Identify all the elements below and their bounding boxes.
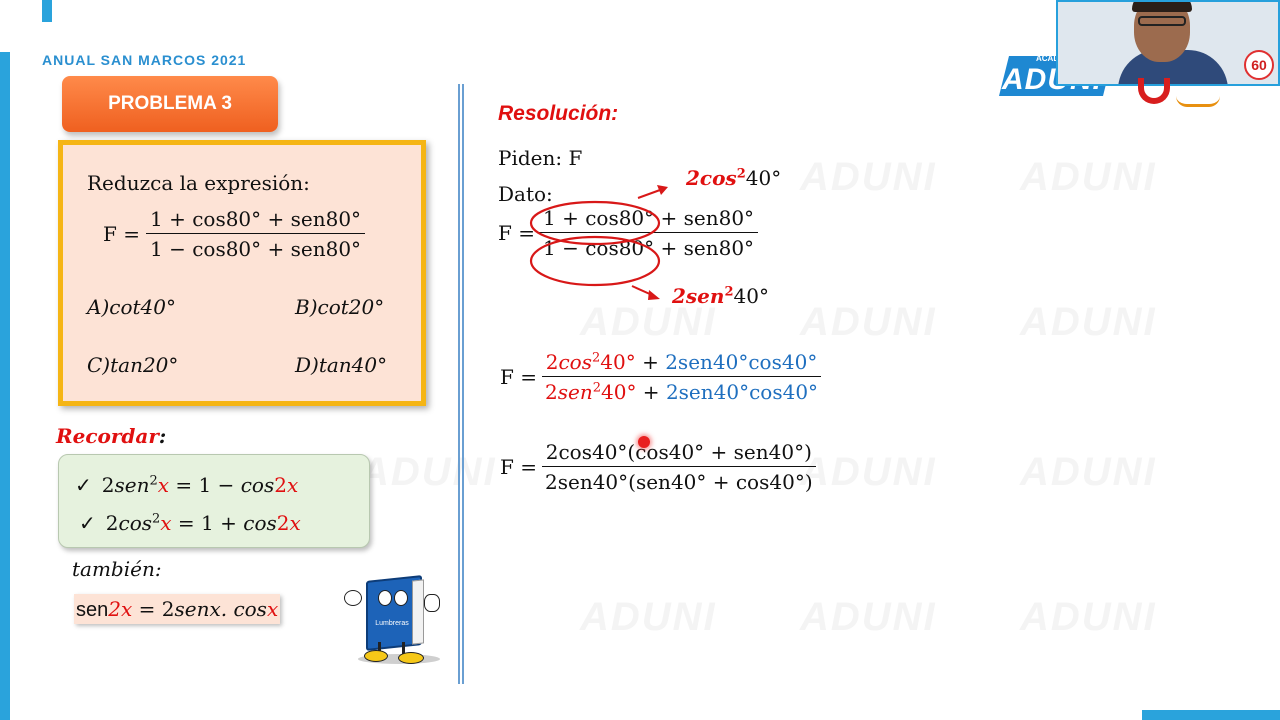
- fraction: 2cos40°(cos40° + sen40°) 2sen40°(sen40° …: [541, 440, 817, 494]
- problem-expression: F = 1 + cos80° + sen80° 1 − cos80° + sen…: [103, 207, 366, 261]
- problem-badge-label: PROBLEMA 3: [108, 93, 232, 114]
- denominator: 2sen240° + 2sen40°cos40°: [545, 380, 819, 404]
- watermark-text: ADUNI: [800, 450, 937, 494]
- problem-instruction: Reduzca la expresión:: [87, 171, 310, 195]
- option-value: cot20°: [317, 295, 385, 319]
- left-accent-bar: [0, 52, 10, 720]
- watermark-text: ADUNI: [800, 595, 937, 639]
- annotation-top: 2cos240°: [686, 166, 782, 190]
- book-icon: [1176, 96, 1220, 107]
- course-title: ANUAL SAN MARCOS 2021: [42, 52, 247, 68]
- option-value: tan40°: [318, 353, 388, 377]
- watermark-text: ADUNI: [800, 155, 937, 199]
- dato-expression: F = 1 + cos80° + sen80° 1 − cos80° + sen…: [498, 206, 759, 260]
- f-label: F =: [500, 365, 537, 389]
- mascot-eye: [394, 590, 408, 606]
- arrow-down-head: [648, 290, 660, 300]
- watermark-text: ADUNI: [800, 300, 937, 344]
- mascot-illustration: Lumbreras: [340, 570, 444, 666]
- arrow-up-line: [637, 189, 661, 199]
- recordar-title: Recordar:: [56, 424, 166, 448]
- anniversary-text: 60: [1251, 57, 1267, 73]
- identity-sen-squared: ✓2sen2x = 1 − cos2x: [75, 473, 299, 497]
- fraction: 1 + cos80° + sen80° 1 − cos80° + sen80°: [539, 206, 759, 260]
- identities-box: ✓2sen2x = 1 − cos2x ✓2cos2x = 1 + cos2x: [58, 454, 370, 548]
- option-letter: B): [295, 295, 318, 319]
- circle-denominator: [529, 235, 661, 287]
- red-circle-logo: [1138, 78, 1170, 104]
- denominator: 1 − cos80° + sen80°: [150, 237, 362, 261]
- problem-badge: PROBLEMA 3: [62, 76, 278, 132]
- problem-box: Reduzca la expresión: F = 1 + cos80° + s…: [58, 140, 426, 406]
- vertical-divider: [458, 84, 464, 684]
- step-2-expression: F = 2cos240° + 2sen40°cos40° 2sen240° + …: [500, 350, 822, 404]
- numerator: 2cos40°(cos40° + sen40°): [541, 440, 816, 467]
- glasses-icon: [1138, 16, 1186, 26]
- step-3-expression: F = 2cos40°(cos40° + sen40°) 2sen40°(sen…: [500, 440, 817, 494]
- f-label: F =: [498, 221, 535, 245]
- numerator: 1 + cos80° + sen80°: [146, 207, 366, 234]
- option-letter: D): [295, 353, 319, 377]
- watermark-text: ADUNI: [360, 450, 497, 494]
- solution-title: Resolución:: [498, 102, 619, 125]
- check-icon: ✓: [75, 473, 92, 497]
- arrow-up-head: [657, 185, 668, 195]
- mascot-leg: [402, 642, 405, 654]
- circle-numerator: [529, 200, 661, 246]
- logo-small-text: ACAD: [1036, 54, 1060, 63]
- annotation-bottom: 2sen240°: [672, 284, 769, 308]
- option-a[interactable]: A)cot40°: [87, 295, 176, 319]
- f-label: F =: [103, 222, 140, 246]
- watermark-text: ADUNI: [1020, 450, 1157, 494]
- watermark-text: ADUNI: [1020, 300, 1157, 344]
- check-icon: ✓: [79, 511, 96, 535]
- mascot-eye: [378, 590, 392, 606]
- mascot-shoe: [398, 652, 424, 664]
- option-letter: C): [87, 353, 111, 377]
- identity-cos-squared: ✓2cos2x = 1 + cos2x: [79, 511, 301, 535]
- mascot-book-pages: [412, 579, 424, 645]
- denominator: 2sen40°(sen40° + cos40°): [545, 470, 813, 494]
- mascot-shoe: [364, 650, 388, 662]
- mascot-thumb: [424, 594, 440, 612]
- option-value: cot40°: [109, 295, 176, 319]
- piden-text: Piden: F: [498, 146, 583, 170]
- dato-text: Dato:: [498, 182, 553, 206]
- annotation-marks: [529, 185, 668, 300]
- mascot-hand: [344, 590, 362, 606]
- mascot-leg: [378, 642, 381, 654]
- watermark-text: ADUNI: [580, 595, 717, 639]
- numerator: 2cos240° + 2sen40°cos40°: [541, 350, 822, 377]
- fraction: 2cos240° + 2sen40°cos40° 2sen240° + 2sen…: [541, 350, 822, 404]
- mascot-book-label: Lumbreras: [375, 620, 409, 627]
- recordar-colon: :: [158, 424, 167, 448]
- laser-pointer-icon: [638, 436, 650, 448]
- denominator: 1 − cos80° + sen80°: [543, 236, 755, 260]
- option-c[interactable]: C)tan20°: [87, 353, 178, 377]
- option-letter: A): [87, 295, 110, 319]
- watermark-text: ADUNI: [1020, 155, 1157, 199]
- fraction: 1 + cos80° + sen80° 1 − cos80° + sen80°: [146, 207, 366, 261]
- double-angle-box: sen2x = 2senx. cosx: [74, 594, 281, 624]
- watermark-text: ADUNI: [580, 300, 717, 344]
- option-b[interactable]: B)cot20°: [295, 295, 384, 319]
- presenter-head: [1134, 2, 1190, 62]
- numerator: 1 + cos80° + sen80°: [539, 206, 759, 233]
- option-value: tan20°: [110, 353, 179, 377]
- f-label: F =: [500, 455, 537, 479]
- option-d[interactable]: D)tan40°: [295, 353, 387, 377]
- webcam-video: 60: [1056, 0, 1280, 86]
- recordar-label: Recordar: [56, 424, 159, 448]
- presenter-hair: [1132, 2, 1192, 12]
- anniversary-badge: 60: [1244, 50, 1274, 80]
- tambien-label: también:: [72, 557, 162, 581]
- watermark-text: ADUNI: [1020, 595, 1157, 639]
- top-marker: [42, 0, 52, 22]
- bottom-right-bar: [1142, 710, 1280, 720]
